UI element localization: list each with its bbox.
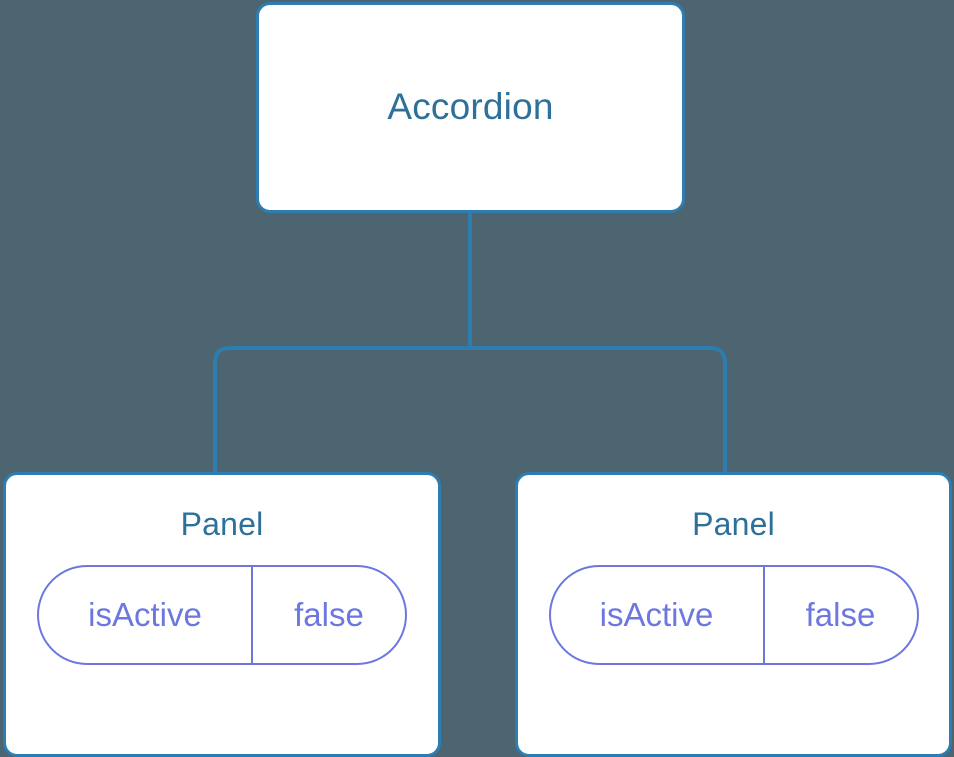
node-title: Panel — [692, 506, 775, 542]
state-badge[interactable]: isActive false — [37, 565, 407, 666]
node-title: Accordion — [387, 86, 554, 128]
component-tree-canvas: Accordion Panel isActive false Panel isA… — [3, 2, 952, 757]
node-title: Panel — [180, 506, 264, 542]
state-badge-value: false — [294, 596, 364, 634]
tree-node-accordion[interactable]: Accordion — [256, 2, 685, 213]
state-badge-key: isActive — [551, 567, 765, 664]
tree-node-panel[interactable]: Panel isActive false — [3, 472, 441, 757]
tree-node-panel[interactable]: Panel isActive false — [515, 472, 952, 757]
tree-connectors — [213, 212, 727, 472]
state-badge[interactable]: isActive false — [548, 565, 919, 666]
state-badge-key: isActive — [39, 567, 253, 664]
connector-branch-rail — [213, 346, 727, 472]
state-badge-value: false — [805, 596, 876, 634]
